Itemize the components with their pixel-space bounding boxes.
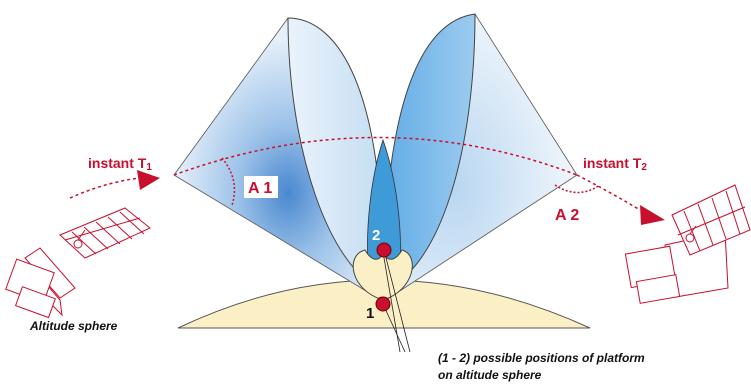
label-a1-background — [244, 176, 278, 198]
satellite-t1-icon — [5, 207, 151, 319]
trajectory-left-dashes — [69, 176, 151, 199]
platform-position-2 — [376, 242, 392, 258]
label-angle-a2: A 2 — [555, 207, 579, 224]
label-positions-line2: on altitude sphere — [438, 368, 542, 382]
angle-a2-arc — [554, 184, 601, 194]
label-instant-t2: instant T2 — [583, 155, 647, 173]
angle-a1-arc — [221, 157, 236, 206]
trajectory-arc — [173, 136, 578, 176]
trajectory-right-dashes — [576, 174, 641, 211]
label-point-1: 1 — [366, 305, 374, 322]
satellite-t2-icon — [624, 184, 751, 304]
label-positions-line1: (1 - 2) possible positions of platform — [438, 351, 645, 365]
leader-line-2 — [383, 249, 411, 353]
label-altitude-sphere: Altitude sphere — [29, 319, 118, 333]
leader-line-1 — [382, 303, 406, 353]
direction-arrow-t2-icon — [640, 205, 665, 225]
label-angle-a1: A 1 — [248, 180, 272, 197]
label-instant-t1: instant T1 — [88, 155, 152, 173]
direction-arrow-t1-icon — [137, 170, 160, 190]
platform-position-1 — [375, 296, 391, 312]
leader-line-3 — [382, 251, 401, 353]
label-point-2: 2 — [372, 227, 380, 244]
